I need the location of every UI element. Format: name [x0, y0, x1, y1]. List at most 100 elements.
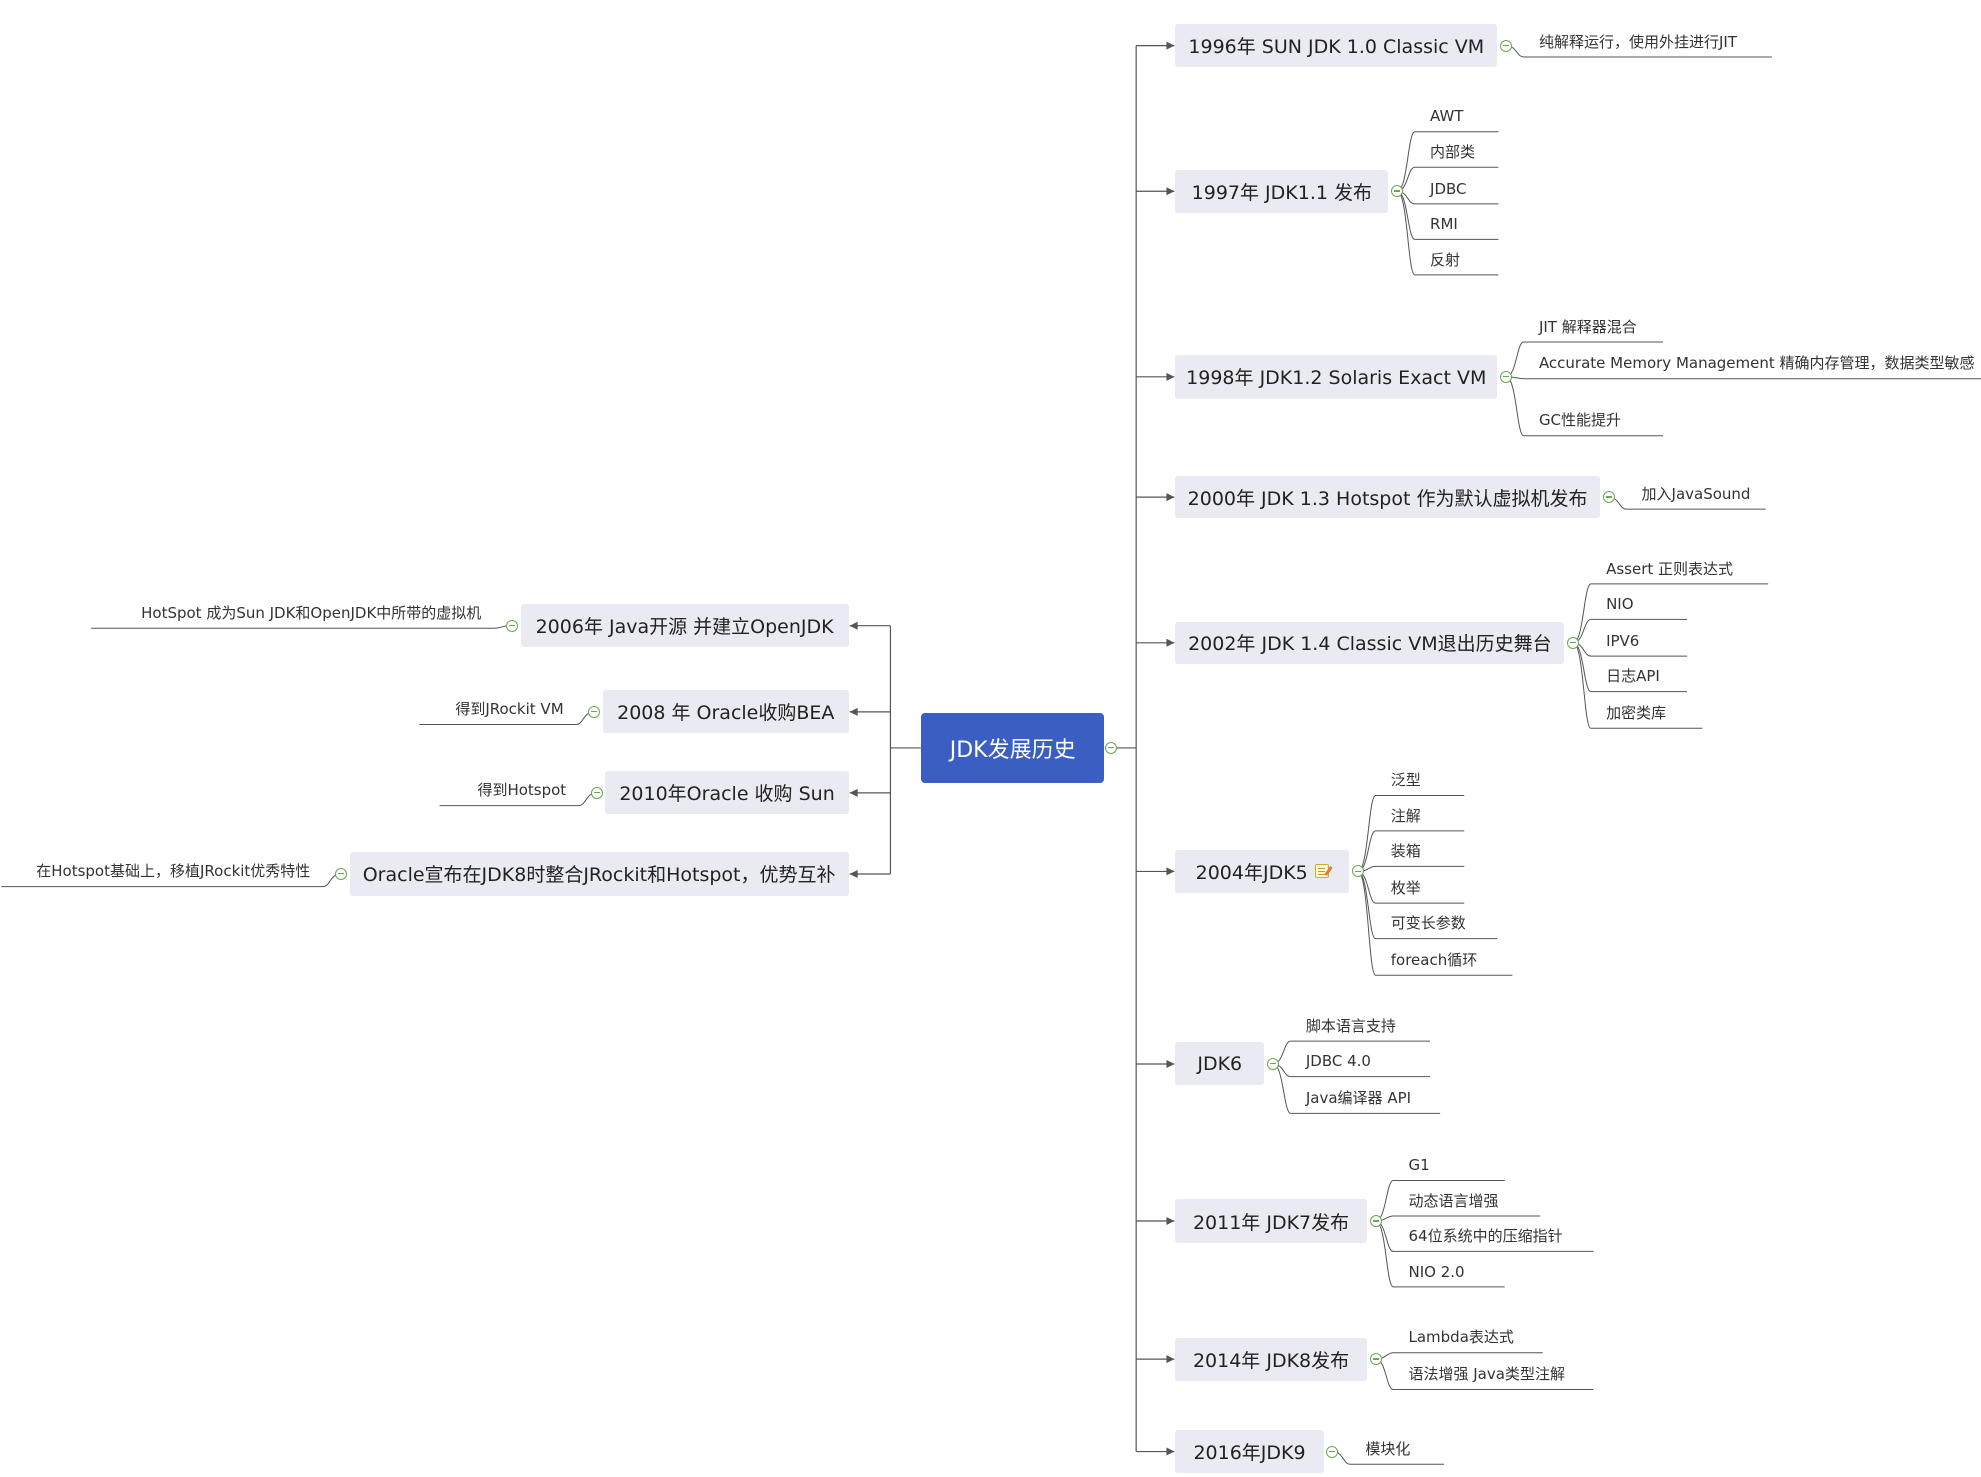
branch-topic[interactable]: 2011年 JDK7发布 [1175, 1199, 1367, 1243]
branch-collapse-toggle[interactable] [588, 705, 601, 718]
branch-topic-label: 2010年Oracle 收购 Sun [619, 783, 835, 806]
branch-topic[interactable]: 2010年Oracle 收购 Sun [605, 771, 849, 815]
leaf-topic[interactable]: 得到Hotspot [477, 781, 567, 800]
connector-line [1375, 1352, 1543, 1360]
branch-collapse-toggle[interactable] [1567, 636, 1580, 649]
leaf-topic[interactable]: Accurate Memory Management 精确内存管理，数据类型敏感 [1538, 354, 1975, 373]
leaf-topic[interactable]: Lambda表达式 [1408, 1328, 1514, 1347]
branch-topic[interactable]: 1997年 JDK1.1 发布 [1175, 169, 1389, 213]
connector-line [1572, 583, 1769, 644]
leaf-topic[interactable]: HotSpot 成为Sun JDK和OpenJDK中所带的虚拟机 [141, 603, 482, 622]
connector-arrowhead [1166, 1447, 1175, 1456]
leaf-topic[interactable]: 加入JavaSound [1641, 484, 1751, 503]
branch-collapse-toggle[interactable] [1602, 491, 1615, 504]
branch-topic[interactable]: 2008 年 Oracle收购BEA [602, 690, 849, 734]
leaf-topic[interactable]: JDBC [1430, 179, 1467, 198]
branch-topic[interactable]: 2016年JDK9 [1175, 1430, 1324, 1474]
leaf-topic[interactable]: Java编译器 API [1305, 1089, 1412, 1108]
branch-collapse-toggle[interactable] [1500, 370, 1513, 383]
branch-topic-label: 2008 年 Oracle收购BEA [617, 702, 835, 725]
branch-topic[interactable]: Oracle宣布在JDK8时整合JRockit和Hotspot，优势互补 [349, 852, 849, 896]
leaf-topic[interactable]: NIO 2.0 [1408, 1262, 1465, 1281]
branch-topic[interactable]: 2006年 Java开源 并建立OpenJDK [520, 604, 849, 648]
leaf-topic[interactable]: 内部类 [1430, 142, 1476, 161]
leaf-topic[interactable]: 动态语言增强 [1408, 1191, 1499, 1210]
note-icon[interactable] [1314, 864, 1329, 879]
leaf-topic[interactable]: 加密类库 [1606, 703, 1667, 722]
branch-topic-label: 1998年 JDK1.2 Solaris Exact VM [1186, 367, 1487, 390]
connector-arrowhead [1166, 1355, 1175, 1364]
branch-collapse-toggle[interactable] [505, 619, 518, 632]
connector-arrowhead [849, 621, 858, 630]
leaf-topic[interactable]: G1 [1408, 1156, 1430, 1175]
leaf-topic[interactable]: Assert 正则表达式 [1606, 559, 1734, 578]
branch-topic[interactable]: 1996年 SUN JDK 1.0 Classic VM [1175, 24, 1498, 68]
branch-topic-label: 1997年 JDK1.1 发布 [1191, 181, 1372, 204]
branch-topic-label: JDK6 [1197, 1052, 1243, 1075]
connector-arrowhead [1166, 1059, 1175, 1068]
branch-topic-label: 2014年 JDK8发布 [1192, 1349, 1350, 1372]
branch-collapse-toggle[interactable] [1369, 1353, 1382, 1366]
branch-topic[interactable]: 2014年 JDK8发布 [1175, 1337, 1367, 1381]
connector-line [91, 625, 512, 629]
leaf-topic[interactable]: 脚本语言支持 [1305, 1016, 1396, 1035]
branch-collapse-toggle[interactable] [1369, 1215, 1382, 1228]
connector-arrowhead [1166, 493, 1175, 502]
connector-arrowhead [849, 788, 858, 797]
branch-topic-label: 2002年 JDK 1.4 Classic VM退出历史舞台 [1188, 633, 1552, 656]
connector-line [1357, 865, 1465, 872]
leaf-topic[interactable]: 在Hotspot基础上，移植JRockit优秀特性 [36, 862, 311, 881]
leaf-topic[interactable]: RMI [1430, 215, 1458, 234]
root-collapse-toggle[interactable] [1104, 741, 1117, 754]
connector-arrowhead [1166, 1217, 1175, 1226]
branch-topic[interactable]: 2002年 JDK 1.4 Classic VM退出历史舞台 [1175, 621, 1565, 664]
connector-arrowhead [849, 707, 858, 716]
leaf-topic[interactable]: foreach循环 [1390, 950, 1478, 969]
branch-collapse-toggle[interactable] [1266, 1057, 1279, 1070]
leaf-topic[interactable]: 日志API [1606, 667, 1660, 686]
connector-line [1357, 870, 1513, 976]
leaf-topic[interactable]: 装箱 [1390, 842, 1421, 861]
branch-collapse-toggle[interactable] [1391, 185, 1404, 198]
branch-topic[interactable]: 1998年 JDK1.2 Solaris Exact VM [1175, 354, 1498, 399]
leaf-topic[interactable]: 注解 [1390, 806, 1421, 825]
leaf-topic[interactable]: 反射 [1430, 250, 1461, 269]
leaf-topic[interactable]: GC性能提升 [1538, 411, 1622, 430]
leaf-topic[interactable]: 可变长参数 [1390, 914, 1466, 933]
branch-collapse-toggle[interactable] [1326, 1445, 1339, 1458]
branch-topic[interactable]: 2004年JDK5 [1175, 849, 1349, 893]
connector-arrowhead [1166, 638, 1175, 647]
branch-topic-label: 1996年 SUN JDK 1.0 Classic VM [1188, 36, 1485, 59]
leaf-topic[interactable]: 纯解释运行，使用外挂进行JIT [1538, 32, 1737, 51]
branch-topic[interactable]: JDK6 [1175, 1042, 1265, 1086]
branch-topic-label: 2016年JDK9 [1193, 1442, 1306, 1465]
branch-collapse-toggle[interactable] [590, 786, 603, 799]
leaf-topic[interactable]: 语法增强 Java类型注解 [1408, 1365, 1565, 1384]
leaf-topic[interactable]: NIO [1606, 595, 1634, 614]
leaf-topic[interactable]: 模块化 [1365, 1439, 1411, 1458]
branch-topic-label: 2011年 JDK7发布 [1192, 1211, 1350, 1234]
connector-line [1375, 1215, 1541, 1222]
connector-arrowhead [1166, 867, 1175, 876]
root-topic[interactable]: JDK发展历史 [920, 713, 1105, 783]
branch-topic-label: Oracle宣布在JDK8时整合JRockit和Hotspot，优势互补 [362, 864, 836, 887]
branch-topic[interactable]: 2000年 JDK 1.3 Hotspot 作为默认虚拟机发布 [1175, 476, 1600, 519]
leaf-topic[interactable]: 枚举 [1390, 878, 1421, 897]
leaf-topic[interactable]: 64位系统中的压缩指针 [1408, 1227, 1563, 1246]
leaf-topic[interactable]: 得到JRockit VM [455, 700, 564, 719]
connector-arrowhead [849, 869, 858, 878]
branch-collapse-toggle[interactable] [1351, 865, 1364, 878]
leaf-topic[interactable]: JIT 解释器混合 [1538, 317, 1637, 336]
branch-topic-label: 2000年 JDK 1.3 Hotspot 作为默认虚拟机发布 [1187, 487, 1588, 510]
connector-line [1506, 376, 1981, 380]
leaf-topic[interactable]: AWT [1430, 107, 1464, 126]
leaf-topic[interactable]: JDBC 4.0 [1305, 1052, 1371, 1071]
branch-collapse-toggle[interactable] [1500, 39, 1513, 52]
branch-topic-label: 2006年 Java开源 并建立OpenJDK [535, 616, 834, 639]
connector-arrowhead [1166, 187, 1175, 196]
branch-collapse-toggle[interactable] [334, 867, 347, 880]
leaf-topic[interactable]: IPV6 [1606, 631, 1640, 650]
connector-arrowhead [1166, 372, 1175, 381]
leaf-topic[interactable]: 泛型 [1390, 771, 1421, 790]
